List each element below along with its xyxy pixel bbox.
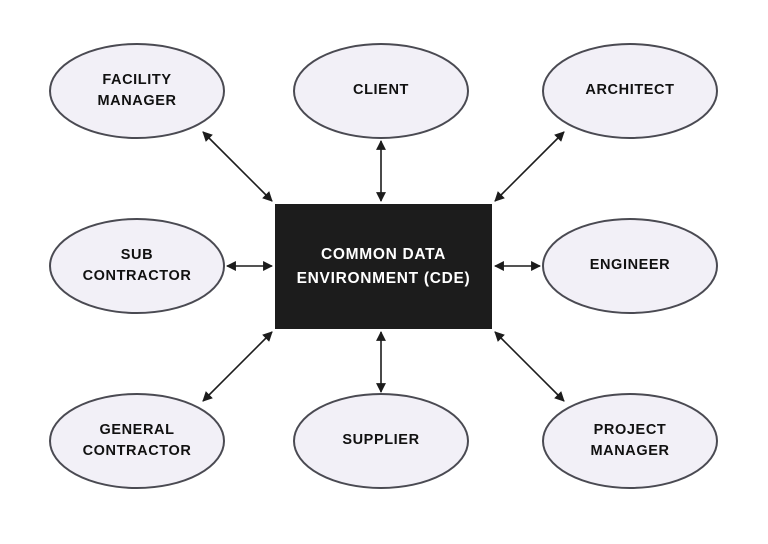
node-general-contractor[interactable] bbox=[49, 393, 225, 489]
connector-facility-manager bbox=[202, 131, 273, 202]
connector-general-contractor bbox=[202, 331, 273, 402]
connectors-group bbox=[202, 131, 565, 402]
node-shapes-group bbox=[49, 43, 718, 489]
node-architect[interactable] bbox=[542, 43, 718, 139]
node-supplier[interactable] bbox=[293, 393, 469, 489]
connector-project-manager bbox=[494, 331, 565, 402]
node-client[interactable] bbox=[293, 43, 469, 139]
node-facility-manager[interactable] bbox=[49, 43, 225, 139]
center-node-common-data-environment[interactable] bbox=[275, 204, 492, 329]
connector-architect bbox=[494, 131, 565, 202]
center-box-group bbox=[275, 204, 492, 329]
node-sub-contractor[interactable] bbox=[49, 218, 225, 314]
node-engineer[interactable] bbox=[542, 218, 718, 314]
node-project-manager[interactable] bbox=[542, 393, 718, 489]
